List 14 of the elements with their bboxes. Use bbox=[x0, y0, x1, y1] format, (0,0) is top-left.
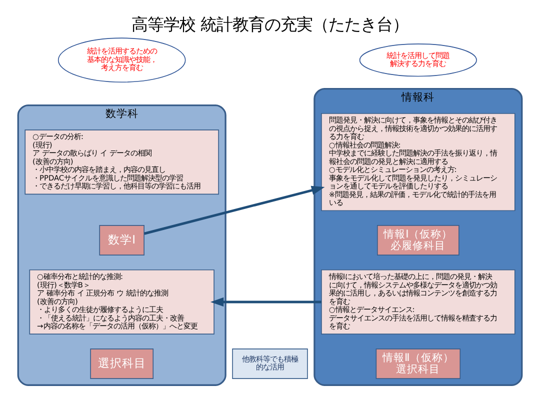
node-box: 情報Ⅰにおいて培った基礎の上に，問題の発見・解決に向けて，情報システムや多様なデータを適切かつ効果的に活用し，あるいは情報コンテンツを創造する力を育む ○情報とデータサイエンス: データサイエンスの手法を活用して情報を精査する力を育む bbox=[321, 269, 516, 334]
arrow bbox=[144, 186, 325, 235]
node-box: 選択科目 bbox=[90, 348, 154, 379]
node-box: 情報Ⅰ（仮称） 必履修科目 bbox=[377, 225, 460, 256]
arrow bbox=[210, 297, 322, 307]
node-ellipse: 統計を活用するための基本的な知識や技能，考え方を育む bbox=[58, 38, 186, 83]
node-box: ○データの分析: (現行) ア データの散らばり イ データの相関 (改善の方向) ・小中学校の内容を踏まえ，内容の見直し ・PPDACサイクルを意識した問題解決型の学習 ・できるだけ早期に学習し，他科目等の学習にも活用 bbox=[24, 130, 219, 195]
node-box: 情報Ⅱ（仮称） 選択科目 bbox=[376, 348, 461, 379]
diagram-title: 高等学校 統計教育の充実（たたき台） bbox=[131, 14, 409, 34]
node-box: 他教科等でも積極的な活用 bbox=[232, 348, 308, 379]
node-ellipse: 統計を活用して問題解決する力を育む bbox=[359, 44, 477, 77]
node-box: 問題発見・解決に向けて，事象を情報とその結び付きの視点から捉え，情報技術を適切かつ効果的に活用する力を育む ○情報社会の問題解決: 中学校までに経験した問題解決の手法を振り返り，情報社会の問題の発見と解決に適用する ○モデル化とシミュレーションの考え方: 事象をモデル化して問題を発見したり，シミュレーションを通してモデルを評価したりする ※問題発見，結果の評価，モデル化で統計的手法を用いる bbox=[321, 113, 516, 212]
node-box: 数学Ⅰ bbox=[99, 225, 144, 256]
node-box: ○確率分布と統計的な推測: (現行)＜数学B＞ ア 確率分布 イ 正規分布 ウ 統計的な推測 (改善の方向) ・より多くの生徒が履修するように工夫 ・「使える統計」になるよう内容の工夫・改善 →内容の名称を「データの活用（仮称）」へと変更 bbox=[29, 269, 214, 334]
